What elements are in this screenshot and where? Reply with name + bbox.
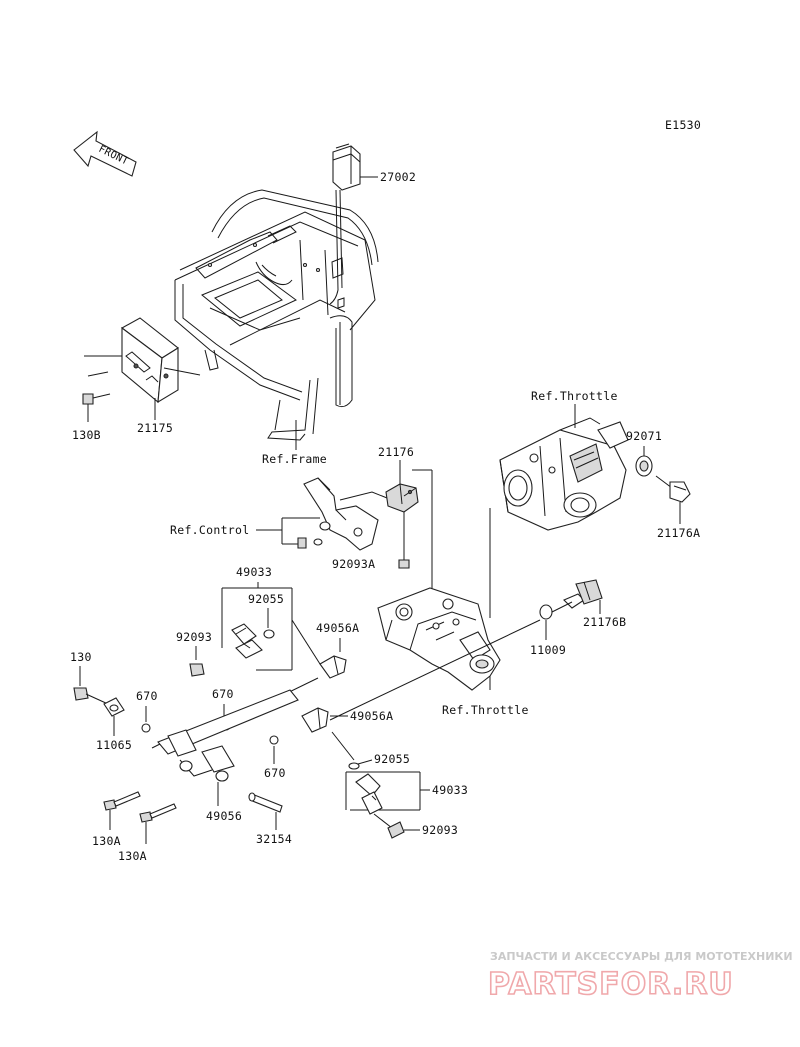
callout-32154[interactable]: 32154 xyxy=(256,832,292,846)
watermark-brand: PARTSFOR.RU xyxy=(488,967,734,1002)
oring-92055-a[interactable] xyxy=(263,629,275,639)
ref-frame-label: Ref.Frame xyxy=(262,452,327,466)
callout-49056[interactable]: 49056 xyxy=(206,809,242,823)
bracket-11065[interactable] xyxy=(103,697,125,717)
oring-670-c[interactable] xyxy=(269,735,279,745)
callout-130B[interactable]: 130B xyxy=(72,428,101,442)
injector-49033-a[interactable] xyxy=(231,623,263,659)
callout-49056A-1[interactable]: 49056A xyxy=(316,621,359,635)
callout-92055-b[interactable]: 92055 xyxy=(374,752,410,766)
ref-control-label: Ref.Control xyxy=(170,523,249,537)
callout-130A-1[interactable]: 130A xyxy=(92,834,121,848)
callout-21176[interactable]: 21176 xyxy=(378,445,414,459)
throttle-body[interactable] xyxy=(499,417,629,531)
intake-manifold[interactable] xyxy=(377,587,501,691)
front-arrow-icon: FRONT xyxy=(73,130,137,177)
callout-49056A-2[interactable]: 49056A xyxy=(350,709,393,723)
gasket-11009[interactable] xyxy=(539,604,553,620)
frame-assembly xyxy=(174,189,379,441)
nut-92093A[interactable] xyxy=(398,559,410,569)
washer-bolt-set[interactable] xyxy=(297,521,331,549)
seal-92071[interactable] xyxy=(635,455,653,477)
bolt-130[interactable] xyxy=(73,687,89,701)
callout-11065[interactable]: 11065 xyxy=(96,738,132,752)
callout-49033-a[interactable]: 49033 xyxy=(236,565,272,579)
ref-throttle-bottom-label: Ref.Throttle xyxy=(442,703,529,717)
callout-130A-2[interactable]: 130A xyxy=(118,849,147,863)
injector-49033-b[interactable] xyxy=(355,773,383,815)
sensor-21176B[interactable] xyxy=(563,579,603,609)
cap-92093-a[interactable] xyxy=(189,663,205,677)
callout-21176A[interactable]: 21176A xyxy=(657,526,700,540)
relay-27002[interactable] xyxy=(332,143,361,191)
bolt-130B[interactable] xyxy=(82,393,111,405)
oring-92055-b[interactable] xyxy=(348,762,360,770)
callout-670-b[interactable]: 670 xyxy=(212,687,234,701)
bolt-130A-2[interactable] xyxy=(139,803,177,823)
callout-49033-b[interactable]: 49033 xyxy=(432,783,468,797)
callout-27002[interactable]: 27002 xyxy=(380,170,416,184)
callout-670-a[interactable]: 670 xyxy=(136,689,158,703)
ref-throttle-top-label: Ref.Throttle xyxy=(531,389,618,403)
sensor-21176[interactable] xyxy=(385,483,419,513)
callout-21175[interactable]: 21175 xyxy=(137,421,173,435)
callout-92093-a[interactable]: 92093 xyxy=(176,630,212,644)
callout-130[interactable]: 130 xyxy=(70,650,92,664)
watermark-tagline: ЗАПЧАСТИ И АКСЕССУАРЫ ДЛЯ МОТОТЕХНИКИ xyxy=(490,950,793,963)
pressure-sensor-49056A-2[interactable] xyxy=(301,707,329,733)
callout-92093A[interactable]: 92093A xyxy=(332,557,375,571)
sensor-21176A[interactable] xyxy=(655,475,691,503)
cap-92093-b[interactable] xyxy=(387,821,405,839)
ecu-21175[interactable] xyxy=(120,317,179,404)
bolt-130A-1[interactable] xyxy=(103,791,141,811)
callout-92093-b[interactable]: 92093 xyxy=(422,823,458,837)
callout-11009[interactable]: 11009 xyxy=(530,643,566,657)
fuel-rail-49056[interactable] xyxy=(151,689,299,782)
callout-670-c[interactable]: 670 xyxy=(264,766,286,780)
oring-670-a[interactable] xyxy=(141,723,151,733)
callout-92071[interactable]: 92071 xyxy=(626,429,662,443)
pressure-sensor-49056A-1[interactable] xyxy=(319,655,347,679)
callout-21176B[interactable]: 21176B xyxy=(583,615,626,629)
pipe-32154[interactable] xyxy=(248,792,283,813)
callout-92055-a[interactable]: 92055 xyxy=(248,592,284,606)
diagram-code: E1530 xyxy=(665,118,701,132)
